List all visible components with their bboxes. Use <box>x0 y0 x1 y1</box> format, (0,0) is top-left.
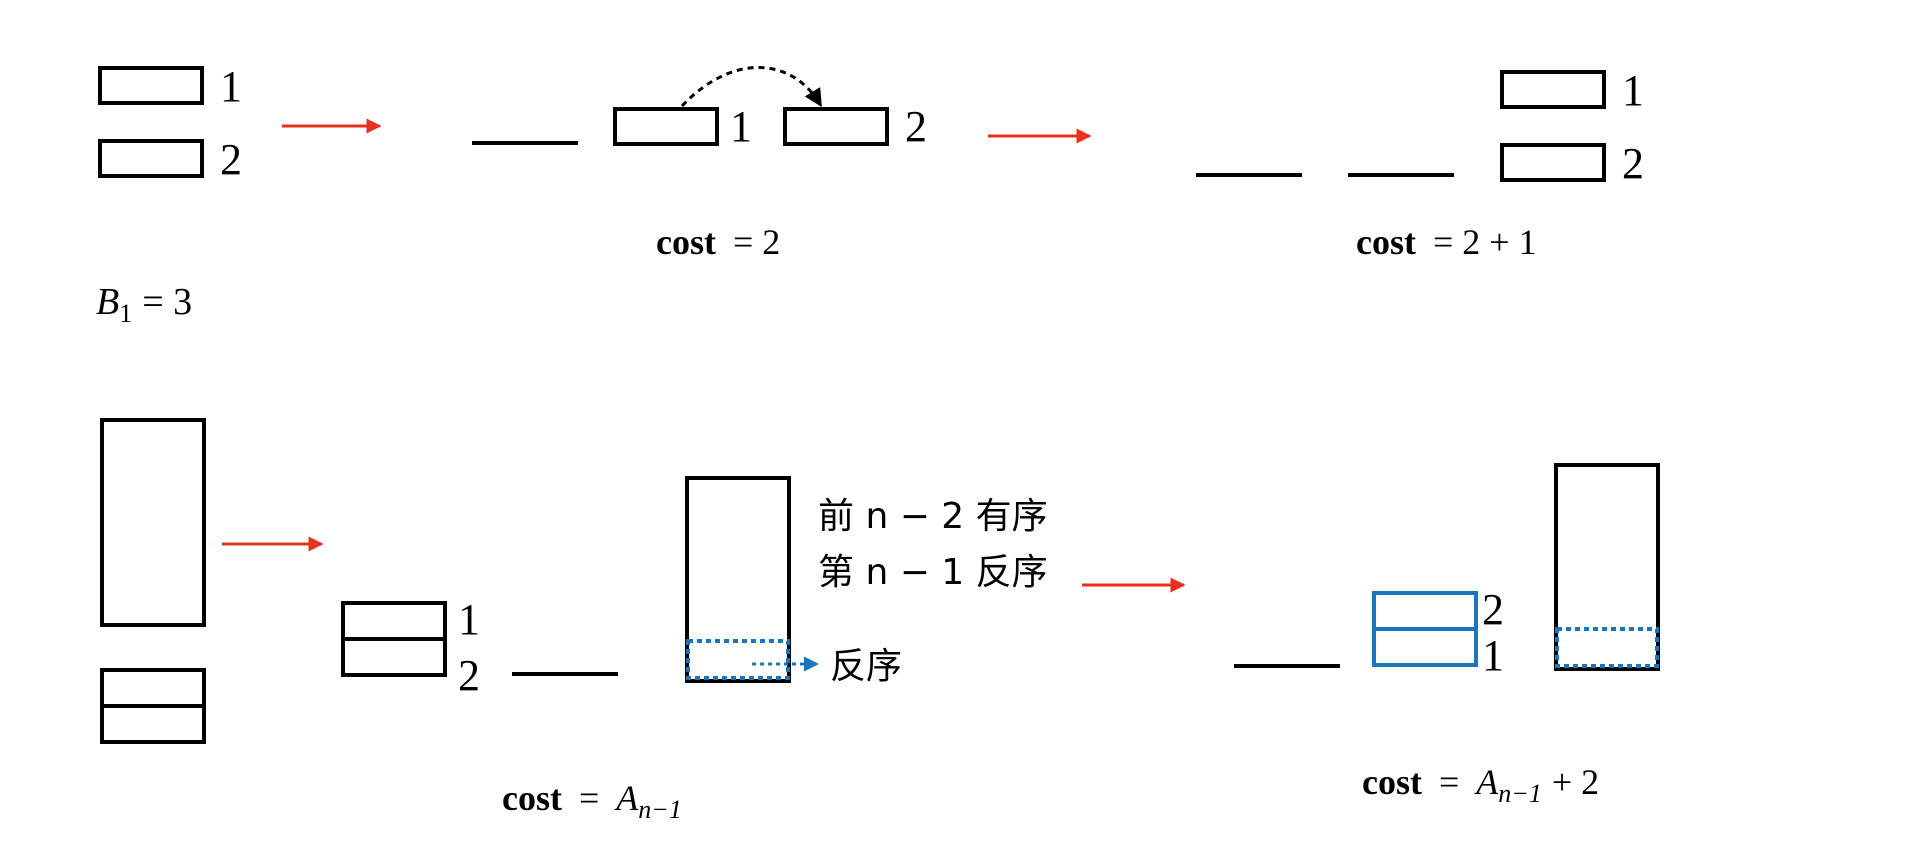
disk-box-1 <box>98 66 204 105</box>
disk-label-1: 1 <box>1622 66 1644 115</box>
cost-label-bottom-1: cost = An−1 <box>502 778 682 824</box>
top-step-final: 1 2 cost = 2 + 1 <box>1196 66 1644 262</box>
reverse-label: 反序 <box>830 646 902 687</box>
stack-label-1: 1 <box>458 595 480 644</box>
bottom-step-middle: 1 2 反序 前 n − 2 有序 第 n − 1 反序 cost = An−1 <box>341 476 1048 824</box>
cost-label-bottom-2: cost = An−1+ 2 <box>1362 762 1599 808</box>
bottom-step-final: 2 1 cost = An−1+ 2 <box>1234 463 1660 808</box>
reversed-segment-dotted <box>686 639 790 680</box>
disk-box-2 <box>98 139 204 178</box>
tall-ordered-box <box>685 476 791 683</box>
top-step-middle: 1 2 cost = 2 <box>472 66 927 262</box>
cost-label-top-2: cost = 2 + 1 <box>1356 222 1537 262</box>
stack-label-2: 2 <box>458 651 480 700</box>
note-line-1: 前 n − 2 有序 <box>818 496 1048 537</box>
disk-box-1 <box>613 107 719 146</box>
disk-label-2: 2 <box>905 102 927 151</box>
final-dotted-segment <box>1555 627 1659 668</box>
disk-box-2 <box>783 107 889 146</box>
bottom-step-initial <box>100 418 206 744</box>
dashed-move-arrow <box>680 66 822 108</box>
cost-label-top-1: cost = 2 <box>656 222 780 262</box>
disk-box-1 <box>1500 70 1606 109</box>
blue-label-bottom: 1 <box>1482 631 1504 680</box>
disk-label-1: 1 <box>730 102 752 151</box>
disk-label-2: 2 <box>1622 139 1644 188</box>
tall-final-box <box>1554 463 1660 671</box>
blue-label-top: 2 <box>1482 585 1504 634</box>
disk-label-2: 2 <box>220 135 242 184</box>
tall-stack-box <box>100 418 206 627</box>
disk-label-1: 1 <box>220 62 242 111</box>
note-line-2: 第 n − 1 反序 <box>818 552 1048 593</box>
b1-equation: B1= 3 <box>96 281 192 328</box>
disk-box-2 <box>1500 143 1606 182</box>
top-step-initial: 1 2 <box>98 62 242 184</box>
